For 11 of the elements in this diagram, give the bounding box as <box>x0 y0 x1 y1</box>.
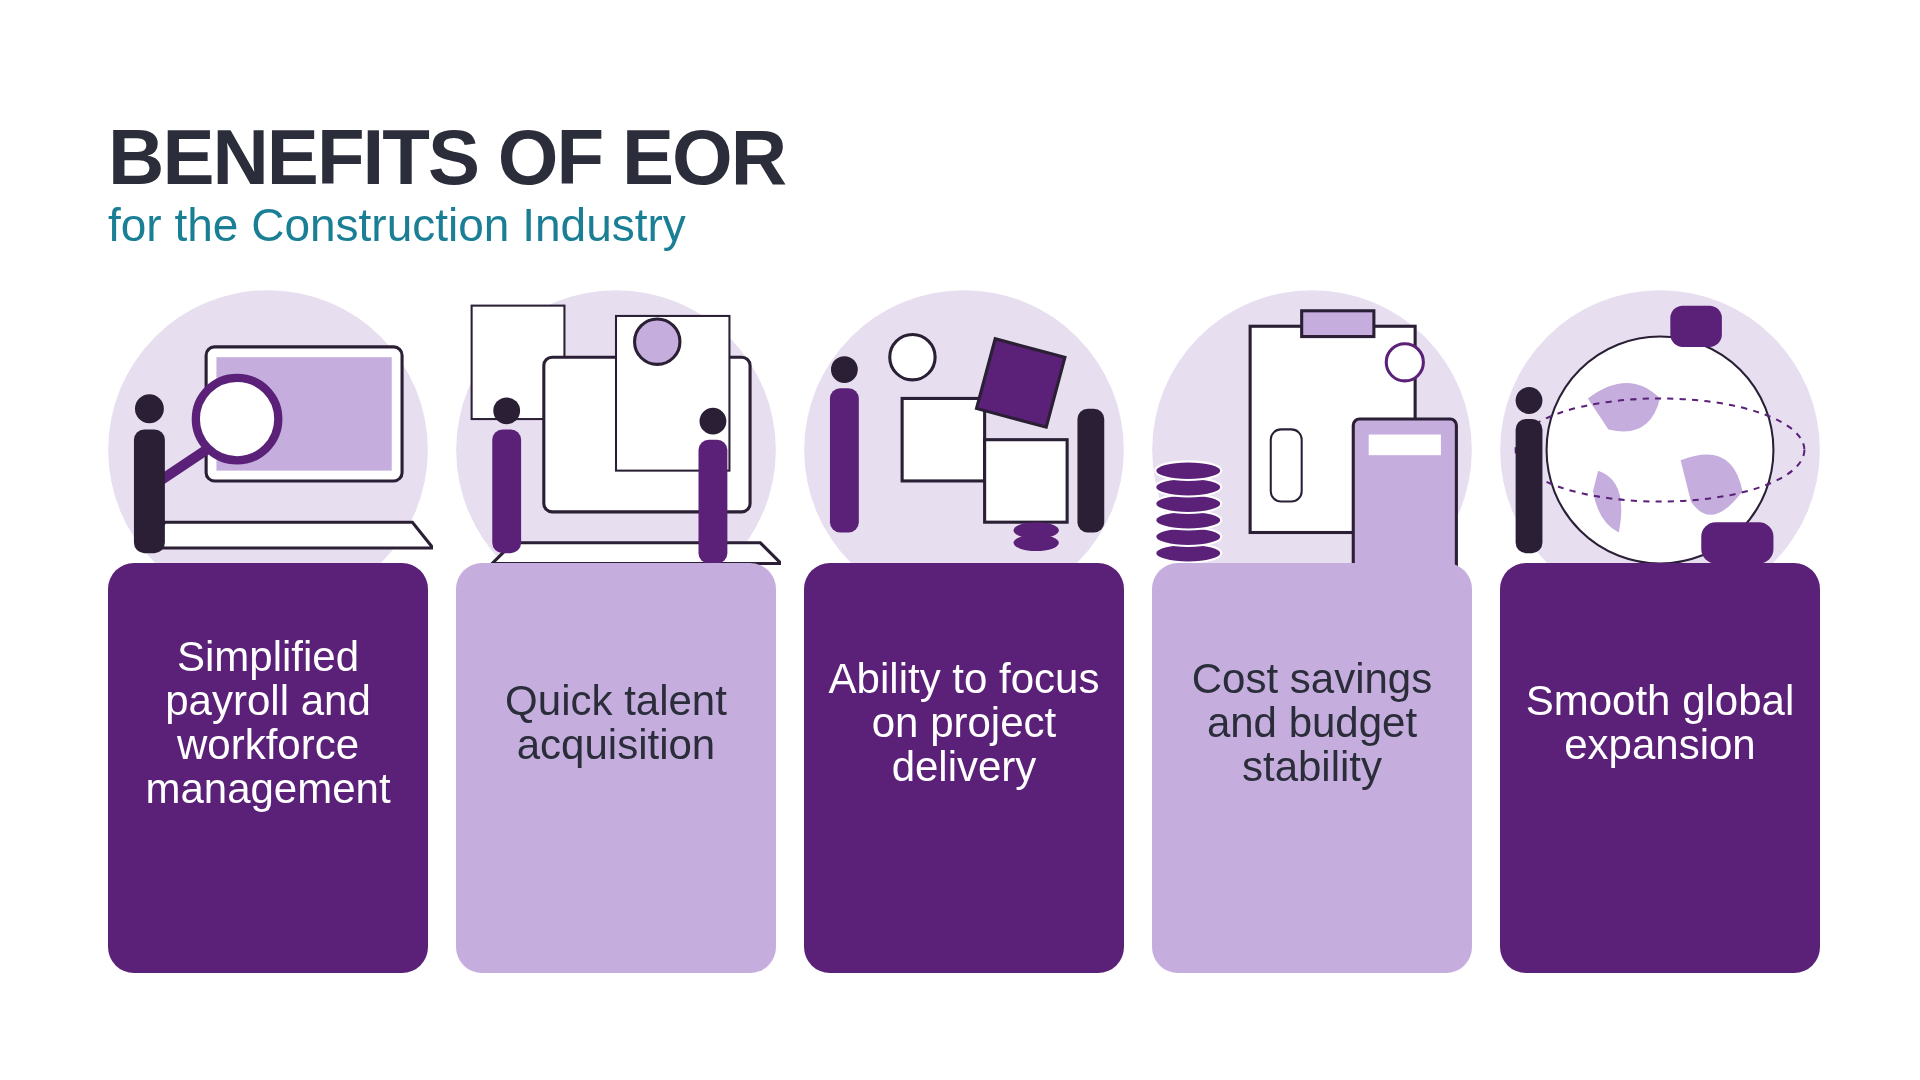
benefit-text: Cost savings and budget stability <box>1190 656 1434 790</box>
benefit-text: Simplified payroll and workforce management <box>144 634 392 812</box>
benefit-card <box>804 563 1124 973</box>
benefit-card <box>456 563 776 973</box>
benefit-text: Ability to focus on project delivery <box>827 656 1101 790</box>
benefit-text: Smooth global expansion <box>1524 678 1796 768</box>
benefit-card <box>1152 563 1472 973</box>
benefit-text: Quick talent acquisition <box>504 678 728 768</box>
benefit-card <box>108 563 428 973</box>
benefit-card <box>1500 563 1820 973</box>
title: BENEFITS OF EOR <box>108 118 786 196</box>
